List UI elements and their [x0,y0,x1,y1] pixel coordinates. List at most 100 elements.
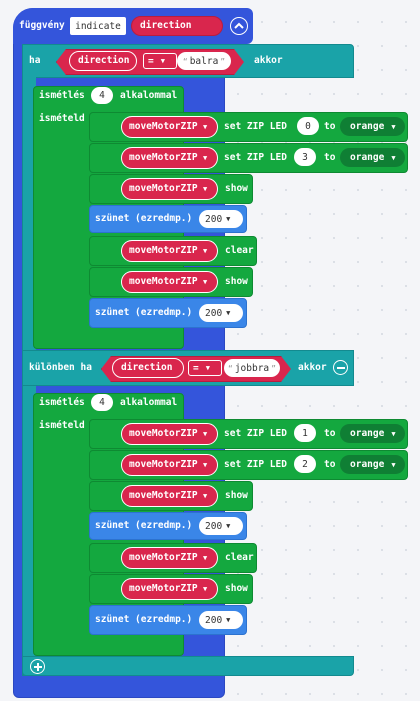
quote-close-icon: ” [271,363,276,373]
to-label: to [324,459,336,470]
color-dropdown[interactable]: orange ▼ [340,455,405,474]
pause-value: 200 [205,307,223,319]
pause-label: szünet (ezredmp.) [95,307,193,318]
pause-label: szünet (ezredmp.) [95,520,193,531]
repeat-keyword: ismétlés [39,90,85,101]
strip-label: moveMotorZIP [129,583,198,594]
plus-icon[interactable] [30,659,45,674]
pause-value: 200 [205,520,223,532]
dropdown-arrow-icon: ▼ [203,461,208,469]
repeat-suffix: alkalommal [120,397,178,408]
action-label: clear [225,552,254,563]
strip-variable[interactable] [121,454,218,476]
pause-value-dropdown[interactable]: 200▼ [199,611,243,629]
led-index-input[interactable]: 2 [294,455,316,473]
function-name-input[interactable]: indicate [70,17,126,35]
repeat-suffix: alkalommal [120,90,178,101]
strip-variable[interactable] [121,240,218,262]
quote-close-icon: ” [220,56,226,66]
strip-variable[interactable] [121,423,218,445]
repeat-keyword: ismétlés [39,397,85,408]
condition-1-value-text: balra [189,55,219,67]
color-dropdown[interactable]: orange▼ [340,117,405,136]
dropdown-arrow-icon: ▼ [203,492,208,500]
repeat-do-keyword: ismételd [39,113,85,124]
pause-label: szünet (ezredmp.) [95,614,193,625]
strip-label: moveMotorZIP [129,490,198,501]
pause-value: 200 [205,213,223,225]
dropdown-arrow-icon: ▼ [203,278,208,286]
dropdown-arrow-icon: ▼ [391,153,396,162]
strip-label: moveMotorZIP [129,276,198,287]
strip-variable[interactable] [121,147,218,169]
dropdown-arrow-icon: ▼ [203,154,208,162]
strip-label: moveMotorZIP [129,152,198,163]
pause-value-dropdown[interactable]: 200▼ [199,517,243,535]
to-label: to [324,152,336,163]
quote-open-icon: “ [182,56,188,66]
dropdown-arrow-icon: ▼ [203,185,208,193]
action-label: show [225,490,248,501]
dropdown-arrow-icon: ▼ [226,309,231,317]
strip-variable[interactable] [121,578,218,600]
operator-label: = [193,362,199,374]
strip-label: moveMotorZIP [129,552,198,563]
color-label: orange [350,152,385,163]
dropdown-arrow-icon: ▼ [203,585,208,593]
action-label: set ZIP LED [224,459,287,470]
repeat-count-input[interactable]: 4 [91,394,113,411]
strip-label: moveMotorZIP [129,121,198,132]
pause-block[interactable] [89,605,247,635]
color-label: orange [350,459,385,470]
color-dropdown[interactable]: orange ▼ [340,424,405,443]
minus-icon[interactable] [333,360,348,375]
to-label: to [324,121,336,132]
condition-2-variable-label: direction [121,362,173,373]
repeat-count-input[interactable]: 4 [91,87,113,104]
strip-variable[interactable] [121,547,218,569]
operator-label: = [148,55,154,67]
strip-variable[interactable] [121,271,218,293]
condition-1-variable-label: direction [78,55,130,66]
condition-2-operator[interactable]: =▼ [188,360,222,376]
dropdown-arrow-icon: ▼ [203,247,208,255]
dropdown-arrow-icon: ▼ [391,429,396,438]
color-dropdown[interactable]: orange ▼ [340,148,405,167]
strip-variable[interactable] [121,116,218,138]
dropdown-arrow-icon: ▼ [391,460,396,469]
color-label: orange [350,428,385,439]
strip-variable[interactable] [121,178,218,200]
if-keyword: ha [29,55,41,66]
led-index-input[interactable]: 0 [297,117,319,135]
then-keyword-2: akkor [298,362,327,373]
quote-open-icon: “ [228,363,233,373]
strip-label: moveMotorZIP [129,183,198,194]
function-param[interactable] [131,16,223,36]
led-index-input[interactable]: 1 [294,424,316,442]
action-label: set ZIP LED [224,121,287,132]
condition-1-value[interactable]: “balra” [177,52,231,70]
pause-value-dropdown[interactable]: 200▼ [199,304,243,322]
action-label: show [225,183,248,194]
condition-2-value[interactable]: “jobbra” [224,359,280,377]
color-label: orange [350,121,385,132]
condition-1-variable[interactable] [69,51,137,71]
then-keyword-1: akkor [254,55,283,66]
dropdown-arrow-icon: ▼ [226,616,231,624]
dropdown-arrow-icon: ▼ [226,522,231,530]
repeat-do-keyword: ismételd [39,420,85,431]
led-index-input[interactable]: 3 [294,148,316,166]
pause-value-dropdown[interactable]: 200▼ [199,210,243,228]
dropdown-arrow-icon: ▼ [226,215,231,223]
elseif-keyword: különben ha [29,362,92,373]
chevron-up-icon[interactable] [230,17,248,35]
dropdown-arrow-icon: ▼ [203,554,208,562]
dropdown-arrow-icon: ▼ [203,123,208,131]
action-label: clear [225,245,254,256]
condition-1-operator[interactable]: =▼ [143,53,177,69]
if-block-footer[interactable] [22,656,354,676]
strip-variable[interactable] [121,485,218,507]
condition-2-variable[interactable] [112,358,184,378]
dropdown-arrow-icon: ▼ [203,430,208,438]
dropdown-arrow-icon: ▼ [160,57,165,65]
